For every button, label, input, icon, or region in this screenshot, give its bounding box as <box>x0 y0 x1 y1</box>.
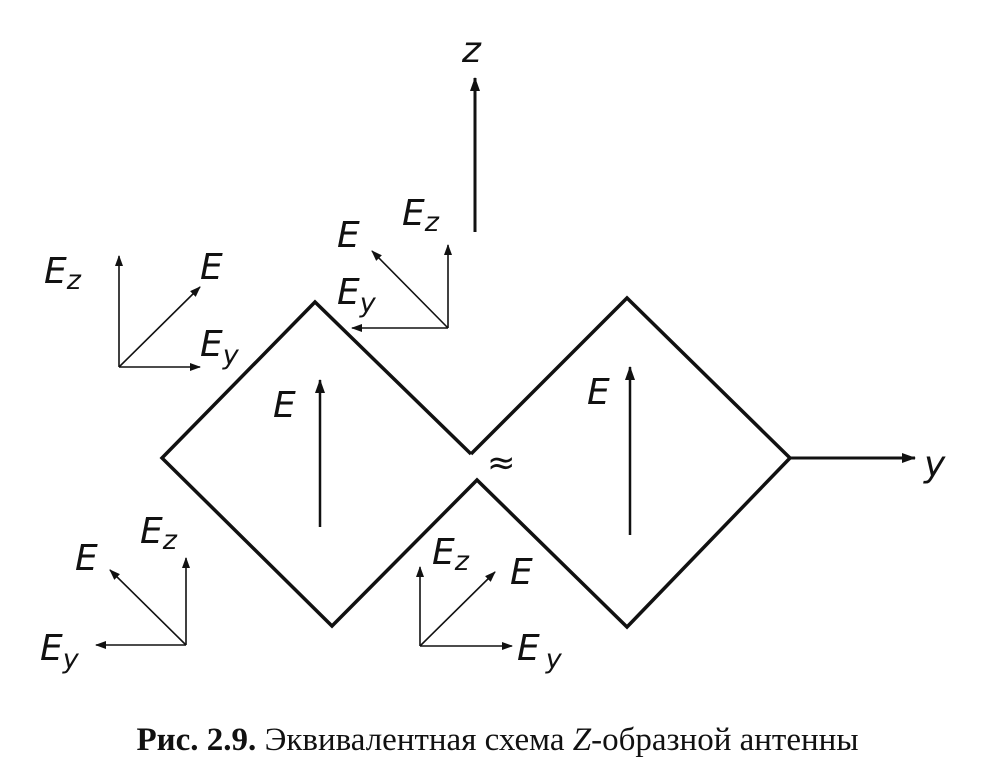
e-arrow <box>118 286 201 368</box>
ez-label: Ez <box>402 193 440 238</box>
antenna-outline-left <box>159 299 792 630</box>
caption-text-before: Эквивалентная схема <box>264 722 565 758</box>
e-arrow <box>419 571 496 647</box>
caption-text-after: -образной антенны <box>591 722 859 758</box>
triad-upper-left: Ez E Ey <box>44 247 240 371</box>
e-label: E <box>337 215 360 256</box>
ez-label: Ez <box>432 532 470 577</box>
y-axis-label: y <box>923 444 946 485</box>
e-label: E <box>200 247 223 288</box>
figure-caption: Рис. 2.9. Эквивалентная схема Z-образной… <box>0 722 995 759</box>
ey-label: Ey <box>200 324 240 371</box>
e-arrow <box>371 250 449 329</box>
z-axis-label: z <box>461 30 482 71</box>
caption-z-letter: Z <box>572 722 592 758</box>
gap-symbol: ≈ <box>487 443 516 483</box>
ey-label: Ey <box>40 628 80 675</box>
e-label: E <box>75 538 98 579</box>
caption-label: Рис. 2.9. <box>136 722 257 758</box>
field-label-left: E <box>273 385 296 426</box>
ey-label: Ey <box>337 272 377 319</box>
ez-label: Ez <box>140 511 178 556</box>
triad-upper-middle: Ez E Ey <box>337 193 452 332</box>
antenna-outline-upper <box>469 295 792 460</box>
ez-label: Ez <box>44 251 82 296</box>
triad-lower-left: Ez E Ey <box>40 511 190 675</box>
e-label: E <box>510 552 533 593</box>
field-label-right: E <box>587 372 610 413</box>
antenna-diagram: y z ≈ E E Ez E Ey Ez E Ey <box>40 30 946 675</box>
e-arrow <box>109 569 187 646</box>
